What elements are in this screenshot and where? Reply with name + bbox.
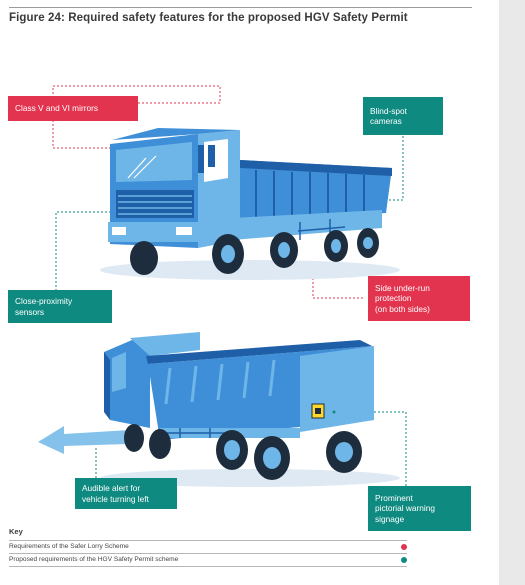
key-bottom-rule xyxy=(9,566,407,567)
leader-cameras xyxy=(380,124,404,201)
label-audible-alert: Audible alert for vehicle turning left xyxy=(75,478,177,509)
label-sensors: Close-proximity sensors xyxy=(8,290,112,323)
leader-sensors xyxy=(55,211,110,291)
label-side-guard: Side under-run protection (on both sides… xyxy=(368,276,470,321)
key-row-label: Requirements of the Safer Lorry Scheme xyxy=(9,543,129,550)
truck-rear-view xyxy=(38,332,400,487)
key-title: Key xyxy=(9,527,23,536)
title-rule xyxy=(9,7,472,8)
turn-left-arrow xyxy=(38,426,130,454)
figure-title: Figure 24: Required safety features for … xyxy=(9,12,408,24)
label-warning-signage: Prominent pictorial warning signage xyxy=(368,486,471,531)
key-dot-red xyxy=(401,544,407,550)
key-row-hgv-permit: Proposed requirements of the HGV Safety … xyxy=(9,553,407,566)
key-row-label: Proposed requirements of the HGV Safety … xyxy=(9,556,179,563)
key-dot-teal xyxy=(401,557,407,563)
leader-mirrors xyxy=(52,85,221,149)
page-edge-strip xyxy=(499,0,525,585)
label-cameras: Blind-spot cameras xyxy=(363,97,443,135)
truck-front-view xyxy=(100,128,400,280)
key-row-safer-lorry: Requirements of the Safer Lorry Scheme xyxy=(9,540,407,553)
label-mirrors: Class V and VI mirrors xyxy=(8,96,138,121)
